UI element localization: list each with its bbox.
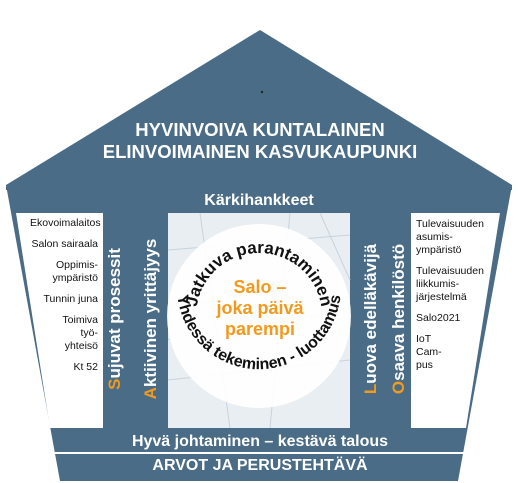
left-project-item: Tunnin juna	[43, 293, 98, 305]
pillar-osaava-henkilosto: Osaava henkilöstö	[389, 243, 408, 395]
roof-shape	[6, 30, 512, 190]
pillar-luova-edellakavija: Luova edelläkävijä	[361, 243, 380, 395]
center-line-3: parempi	[224, 319, 296, 339]
right-project-item: Tulevaisuuden liikkumis-järjestelmä	[416, 265, 484, 303]
pillar-aktiivinen-yrittajyys: Aktiivinen yrittäjyys	[141, 238, 160, 400]
band-title: Kärkihankkeet	[204, 192, 314, 209]
left-project-item: Oppimis-ympäristö	[52, 259, 98, 284]
right-project-item: IoT Cam-pus	[416, 333, 442, 371]
right-project-panel	[412, 213, 500, 428]
center-circle	[167, 224, 351, 408]
pillar-sujuvat-prosessit: Sujuvat prosessit	[105, 248, 124, 390]
left-project-item: Salon sairaala	[31, 238, 98, 250]
left-project-panel	[16, 213, 102, 428]
center-line-2: joka päivä	[216, 298, 304, 318]
roof-line-1: HYVINVOIVA KUNTALAINEN	[135, 119, 385, 140]
right-project-item: Tulevaisuuden asumis-ympäristö	[416, 218, 484, 256]
roof-line-2: ELINVOIMAINEN KASVUKAUPUNKI	[102, 141, 418, 162]
center-slogan: Salo – joka päivä parempi	[185, 277, 335, 340]
footer-line-2: ARVOT JA PERUSTEHTÄVÄ	[152, 457, 368, 474]
left-project-item: Kt 52	[73, 361, 98, 373]
right-project-list: Tulevaisuuden asumis-ympäristö Tulevaisu…	[416, 218, 496, 380]
left-project-item: Toimiva työ-yhteisö	[62, 314, 98, 352]
left-project-item: Ekovoimalaitos	[30, 217, 101, 229]
right-project-item: Salo2021	[416, 312, 461, 324]
footer-line-1: Hyvä johtaminen – kestävä talous	[131, 433, 389, 450]
center-line-1: Salo –	[233, 277, 287, 297]
left-project-list: Ekovoimalaitos Salon sairaala Oppimis-ym…	[30, 217, 101, 382]
